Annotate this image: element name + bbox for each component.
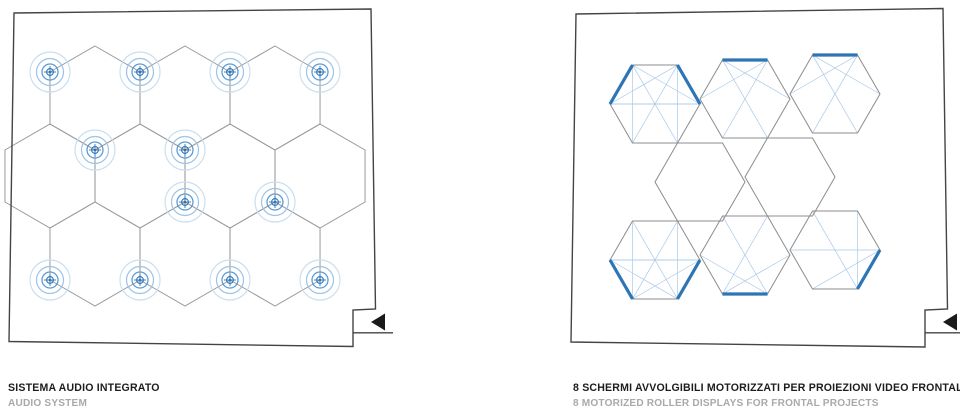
projection-line	[722, 215, 768, 295]
screen-edge	[676, 64, 702, 105]
speaker-icon	[29, 51, 71, 93]
projection-line	[609, 259, 678, 300]
speakers-layer	[29, 51, 341, 301]
caption-subtitle-english: AUDIO SYSTEM	[8, 397, 88, 409]
hex-cell	[654, 142, 746, 222]
entry-arrow-icon	[371, 313, 385, 331]
speaker-icon	[164, 129, 206, 171]
hex-cell	[4, 123, 96, 229]
speaker-icon	[164, 181, 206, 223]
projection-line	[812, 210, 858, 290]
screen-edge	[676, 259, 702, 300]
speaker-icon	[209, 51, 251, 93]
screens-plan-svg	[570, 7, 960, 348]
projection-lines-layer	[609, 54, 881, 300]
floor-outline	[570, 7, 949, 348]
screen-edge	[608, 259, 634, 300]
hex-cell	[184, 123, 276, 229]
speaker-icon	[119, 51, 161, 93]
projection-line	[722, 59, 768, 139]
speaker-icon	[209, 259, 251, 301]
projection-line	[632, 220, 678, 300]
screens-layer	[608, 53, 882, 300]
speaker-icon	[254, 181, 296, 223]
hex-cell	[49, 201, 141, 307]
hex-cell	[49, 45, 141, 151]
hex-cell	[139, 45, 231, 151]
hex-cell	[229, 201, 321, 307]
floor-outline	[8, 8, 377, 348]
speaker-icon	[299, 259, 341, 301]
projection-line	[722, 254, 791, 295]
projection-line	[632, 64, 701, 105]
caption-right: 8 SCHERMI AVVOLGIBILI MOTORIZZATI PER PR…	[573, 382, 960, 409]
panel-video-screens: 8 SCHERMI AVVOLGIBILI MOTORIZZATI PER PR…	[480, 0, 960, 418]
hex-cell	[744, 137, 836, 217]
entry-arrow-icon	[943, 313, 957, 331]
projection-line	[789, 54, 858, 95]
screen-edge	[608, 64, 634, 105]
audio-plan-svg	[4, 8, 393, 348]
caption-title-italian: SISTEMA AUDIO INTEGRATO	[8, 382, 160, 394]
panel-audio-system: SISTEMA AUDIO INTEGRATO AUDIO SYSTEM	[4, 8, 393, 409]
caption-title-italian: 8 SCHERMI AVVOLGIBILI MOTORIZZATI PER PR…	[573, 382, 960, 394]
hex-cell	[229, 45, 321, 151]
caption-subtitle-english: 8 MOTORIZED ROLLER DISPLAYS FOR FRONTAL …	[573, 397, 879, 409]
hex-cell	[94, 123, 186, 229]
projection-line	[812, 54, 858, 134]
caption-left: SISTEMA AUDIO INTEGRATO AUDIO SYSTEM	[8, 382, 160, 409]
hex-cell	[274, 123, 366, 229]
projection-line	[699, 59, 768, 100]
screen-edge	[856, 249, 882, 290]
hex-grid	[609, 54, 881, 300]
speaker-icon	[119, 259, 161, 301]
hex-cell	[139, 201, 231, 307]
speaker-icon	[74, 129, 116, 171]
hex-grid	[4, 45, 366, 307]
speaker-icon	[29, 259, 71, 301]
speaker-icon	[299, 51, 341, 93]
